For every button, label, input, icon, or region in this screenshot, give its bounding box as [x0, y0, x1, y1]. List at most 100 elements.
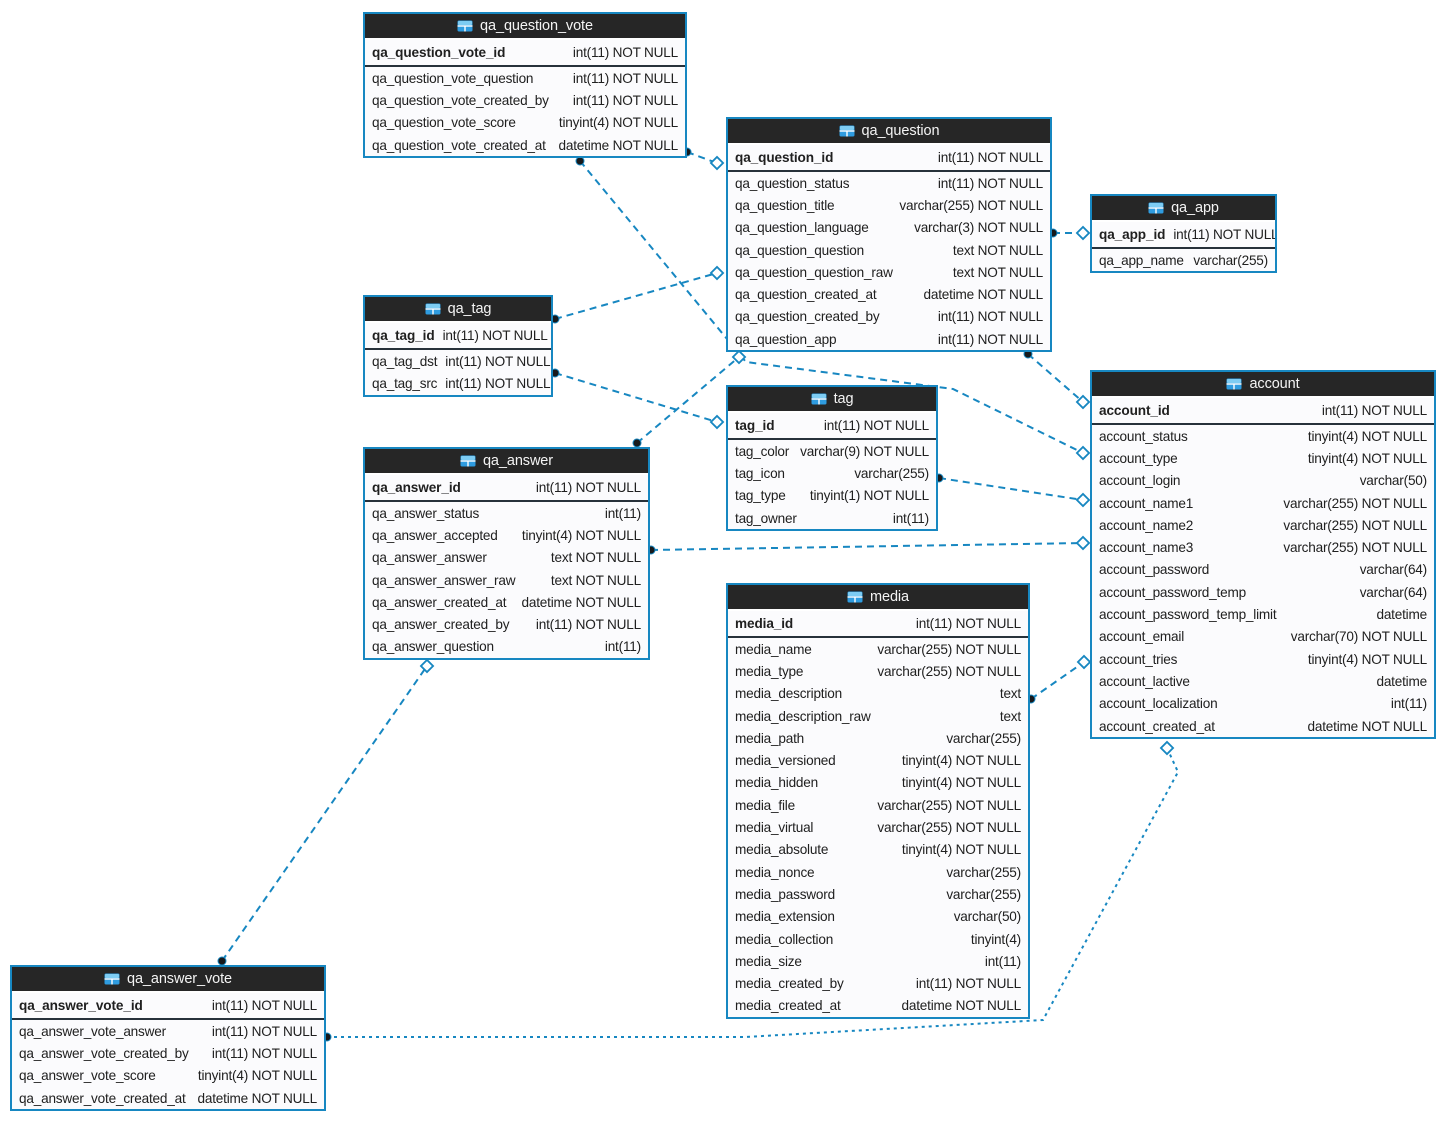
table-header-account[interactable]: account — [1092, 372, 1434, 398]
relation-qa_answer_vote-to-account[interactable] — [327, 747, 1180, 1038]
relation-qa_tag-to-qa_question[interactable] — [554, 272, 718, 320]
table-header-qa_answer_vote[interactable]: qa_answer_vote — [12, 967, 324, 993]
relation-qa_tag-to-tag[interactable] — [554, 372, 718, 423]
column-type: int(11) NOT NULL — [572, 70, 678, 86]
table-header-qa_question[interactable]: qa_question — [728, 119, 1050, 145]
relation-qa_question_vote-to-account[interactable] — [579, 160, 1084, 454]
table-header-qa_answer[interactable]: qa_answer — [365, 449, 648, 475]
relation-qa_answer-to-account[interactable] — [650, 542, 1084, 551]
relation-qa_question-to-account[interactable] — [1027, 353, 1084, 403]
relation-qa_answer_vote-to-qa_answer[interactable] — [221, 665, 428, 962]
relation-qa_answer-to-qa_question[interactable] — [636, 356, 740, 444]
relation-media-to-account[interactable] — [1030, 661, 1085, 700]
table-header-qa_app[interactable]: qa_app — [1092, 196, 1275, 222]
table-header-tag[interactable]: tag — [728, 387, 936, 413]
table-header-media[interactable]: media — [728, 585, 1028, 611]
table-header-qa_tag[interactable]: qa_tag — [365, 297, 551, 323]
column-name: media_extension — [735, 909, 835, 925]
relation-tag-to-account[interactable] — [938, 477, 1084, 501]
table-header-qa_question_vote[interactable]: qa_question_vote — [365, 14, 685, 40]
